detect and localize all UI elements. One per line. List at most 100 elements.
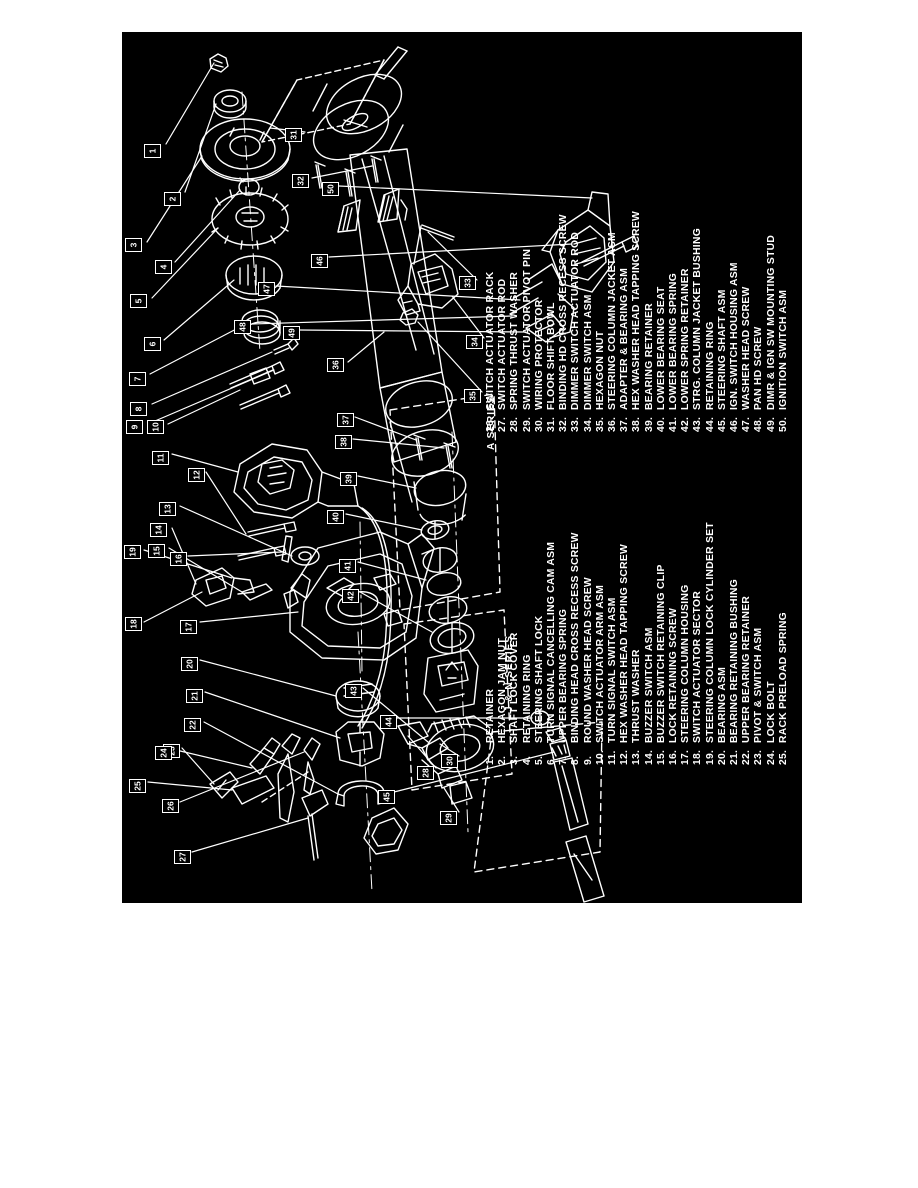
legend-left-item: 19.STEERING COLUMN LOCK CYLINDER SET (705, 522, 716, 765)
legend-item-label: IGN. SWITCH HOUSING ASM (729, 262, 740, 410)
legend-item-number: 36. (607, 416, 618, 432)
legend-left-item: 15.BUZZER SWITCH RETAINING CLIP (656, 564, 667, 765)
legend-item-number: 27. (497, 416, 509, 432)
legend-left-item: 3. SHAFT LOCK COVER (509, 632, 520, 765)
callout-21: 21 (186, 689, 203, 703)
legend-item-label: STEERING COLUMN HOUSING (680, 584, 692, 744)
legend-right-item: 49.DIMR & IGN SW MOUNTING STUD (766, 235, 777, 432)
callout-25: 25 (129, 779, 146, 793)
legend-item-label: RETAINING RING (704, 321, 716, 410)
callout-43: 43 (345, 684, 362, 698)
callout-30: 30 (441, 754, 458, 768)
callout-number: 3 (128, 242, 139, 248)
callout-number: 15 (151, 546, 162, 556)
callout-32: 32 (292, 174, 309, 188)
legend-item-label: BEARING RETAINER (643, 302, 655, 410)
legend-item-label: LOCK BOLT (765, 681, 777, 743)
callout-3: 3 (125, 238, 142, 252)
callout-number: 30 (444, 756, 455, 766)
callout-37: 37 (337, 413, 354, 427)
legend-item-label: FLOOR SHIFT BOWL (546, 302, 557, 410)
legend-right-item: 45.STEERING SHAFT ASM (717, 289, 728, 432)
callout-12: 12 (188, 468, 205, 482)
legend-item-label: SHAFT LOCK COVER (509, 632, 521, 743)
callout-6: 6 (144, 337, 161, 351)
callout-number: 36 (330, 360, 341, 370)
legend-item-label: STEERING COLUMN JACKET ASM (607, 232, 618, 410)
legend-item-label: BUZZER SWITCH RETAINING CLIP (655, 564, 667, 743)
callout-number: 37 (340, 415, 351, 425)
legend-item-label: PIVOT & SWITCH ASM (753, 627, 765, 743)
legend-item-number: 39. (643, 416, 655, 432)
callout-45: 45 (378, 790, 395, 804)
legend-item-label: HEX WASHER HEAD TAPPING SCREW (631, 210, 643, 410)
legend-right-item: 32.BINDING HD CROSS RECESS SCREW (558, 214, 569, 432)
legend-item-number: 12. (619, 749, 631, 765)
legend-item-number: 3. (509, 755, 521, 765)
legend-right-item: 43.STRG. COLUMN JACKET BUSHING (692, 228, 703, 432)
legend-left-item: 18.SWITCH ACTUATOR SECTOR (692, 591, 703, 765)
legend-item-label: PAN HD SCREW (753, 326, 765, 411)
callout-14: 14 (150, 523, 167, 537)
legend-item-number: 29. (521, 416, 533, 432)
legend-item-label: ADAPTER & BEARING ASM (619, 267, 631, 410)
legend-item-label: SWITCH ACTUATOR ARM ASM (594, 584, 606, 743)
legend-left-item: 2.HEXAGON JAM NUT (497, 638, 508, 765)
callout-22: 22 (184, 718, 201, 732)
legend-item-number: 49. (765, 416, 777, 432)
legend-item-number: 2. (497, 755, 509, 765)
legend-item-number: 8. (570, 755, 582, 765)
legend-item-label: SPRING THRUST WASHER (509, 271, 521, 410)
callout-number: 20 (184, 659, 195, 669)
legend-item-label: SWITCH ACTUATOR SECTOR (692, 590, 704, 743)
callout-1: 1 (144, 144, 161, 158)
legend-item-label: HEX WASHER HEAD TAPPING SCREW (619, 543, 631, 743)
legend-right-item: 37. ADAPTER & BEARING ASM (619, 268, 630, 432)
callout-number: 22 (187, 720, 198, 730)
callout-number: 40 (330, 512, 341, 522)
legend-item-label: RETAINER (485, 688, 496, 743)
callout-9: 9 (126, 420, 143, 434)
callout-4: 4 (155, 260, 172, 274)
callout-number: 49 (286, 328, 297, 338)
callout-number: 17 (183, 622, 194, 632)
legend-left-item: 5.STEERING SHAFT LOCK (534, 615, 545, 765)
callout-40: 40 (327, 510, 344, 524)
legend-item-label: BEARING ASM (716, 666, 728, 743)
callout-number: 34 (469, 337, 480, 347)
legend-item-label: BUZZER SWITCH ASM (643, 627, 655, 743)
callout-36: 36 (327, 358, 344, 372)
callout-number: 6 (147, 341, 158, 347)
callout-number: 5 (133, 298, 144, 304)
legend-left-item: 10.SWITCH ACTUATOR ARM ASM (595, 585, 606, 765)
callout-7: 7 (129, 372, 146, 386)
callout-number: 32 (295, 176, 306, 186)
legend-right-item: 34.DIMMER SWITCH ASM (583, 294, 594, 432)
legend-item-label: UPPER BEARING SPRING (558, 608, 570, 743)
legend-item-number: 22. (741, 749, 753, 765)
legend-item-number: 13. (631, 749, 643, 765)
callout-number: 33 (462, 278, 473, 288)
callout-42: 42 (342, 589, 359, 603)
legend-item-number: 37. (619, 416, 631, 432)
legend-item-number: 5. (533, 755, 545, 765)
callout-number: 26 (165, 801, 176, 811)
legend-left-item: 13. THRUST WASHER (631, 649, 642, 765)
callout-33: 33 (459, 276, 476, 290)
legend-right-item: 26.SWITCH ACTUATOR RACK (485, 271, 496, 432)
legend-item-number: 40. (655, 416, 667, 432)
callout-number: 8 (133, 406, 144, 412)
callout-number: 2 (167, 196, 178, 202)
legend-item-label: THRUST WASHER (631, 649, 643, 743)
callout-28: 28 (417, 766, 434, 780)
legend-right-item: 47.WASHER HEAD SCREW (741, 286, 752, 432)
callout-24: 24 (155, 746, 172, 760)
callout-number: 47 (261, 284, 272, 294)
legend-item-label: IGNITION SWITCH ASM (777, 289, 789, 410)
legend-item-label: LOWER BEARING SEAT (655, 286, 667, 410)
legend-right-item: 39. BEARING RETAINER (644, 303, 655, 432)
legend-item-label: HEXAGON NUT (594, 330, 606, 410)
callout-number: 46 (314, 256, 325, 266)
legend-item-label: SWITCH ACTUATOR ROD (497, 278, 509, 410)
